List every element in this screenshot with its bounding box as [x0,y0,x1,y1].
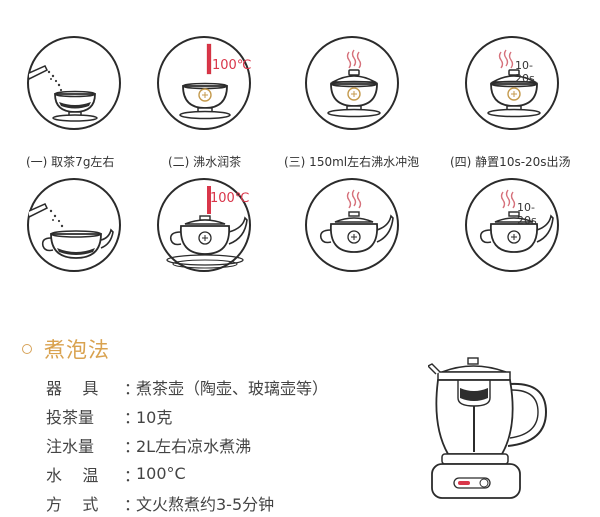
spec-value: 100°C [136,464,186,483]
pot-step-2-temp: 100℃ [210,191,250,206]
spec-value: 文火熬煮约3-5分钟 [136,494,275,514]
step-3-circle [305,36,399,130]
spec-row: 方 式 ： 文火熬煮约3-5分钟 [46,488,328,517]
step-1-label: (一) 取茶7g左右 [26,155,115,169]
section-title-text: 煮泡法 [44,338,110,362]
step-4-time: 10-20s [515,59,535,85]
steeping-gaiwan-timer-icon [487,49,541,118]
covered-gaiwan-steam-icon [327,49,381,118]
step-3-label: (三) 150ml左右沸水冲泡 [284,155,420,169]
circle-bullet-icon [22,344,32,354]
pot-step-1-circle [27,178,121,272]
spec-value: 煮茶壶（陶壶、玻璃壶等） [136,378,329,398]
spec-label: 注水量 [46,436,95,456]
thermometer-gaiwan-icon [179,43,231,120]
spec-label: 器 具 [46,378,99,398]
pot-step-4-circle [465,178,559,272]
spec-label: 水 温 [46,465,99,485]
step-4-circle [465,36,559,130]
spec-label: 投茶量 [46,407,95,427]
teapot-timer-icon [479,189,554,253]
pot-step-2-circle [157,178,251,272]
section-title: 煮泡法 [22,334,110,364]
pot-step-4-time: 10-20s [517,201,537,227]
step-4-label: (四) 静置10s-20s出汤 [450,155,571,169]
thermometer-teapot-icon [166,186,248,269]
gaiwan-pour-leaves-icon [29,65,98,122]
electric-kettle-icon [426,357,548,499]
step-2-label: (二) 沸水润茶 [168,155,242,169]
step-2-temp: 100℃ [212,58,252,73]
step-1-circle [27,36,121,130]
spec-label: 方 式 [46,494,99,514]
spec-list: 器 具 ： 煮茶壶（陶壶、玻璃壶等） 投茶量 ： 10克 注水量 ： 2L左右凉… [46,372,328,517]
spec-row: 水 温 ： 100°C [46,459,328,488]
spec-value: 2L左右凉水煮沸 [136,436,252,456]
teapot-pour-leaves-icon [29,203,114,259]
kettle-illustration [426,356,568,510]
spec-value: 10克 [136,407,173,427]
spec-row: 器 具 ： 煮茶壶（陶壶、玻璃壶等） [46,372,328,401]
pot-step-3-circle [305,178,399,272]
spec-row: 投茶量 ： 10克 [46,401,328,430]
spec-row: 注水量 ： 2L左右凉水煮沸 [46,430,328,459]
teapot-steam-icon [319,189,394,253]
step-2-circle [157,36,251,130]
